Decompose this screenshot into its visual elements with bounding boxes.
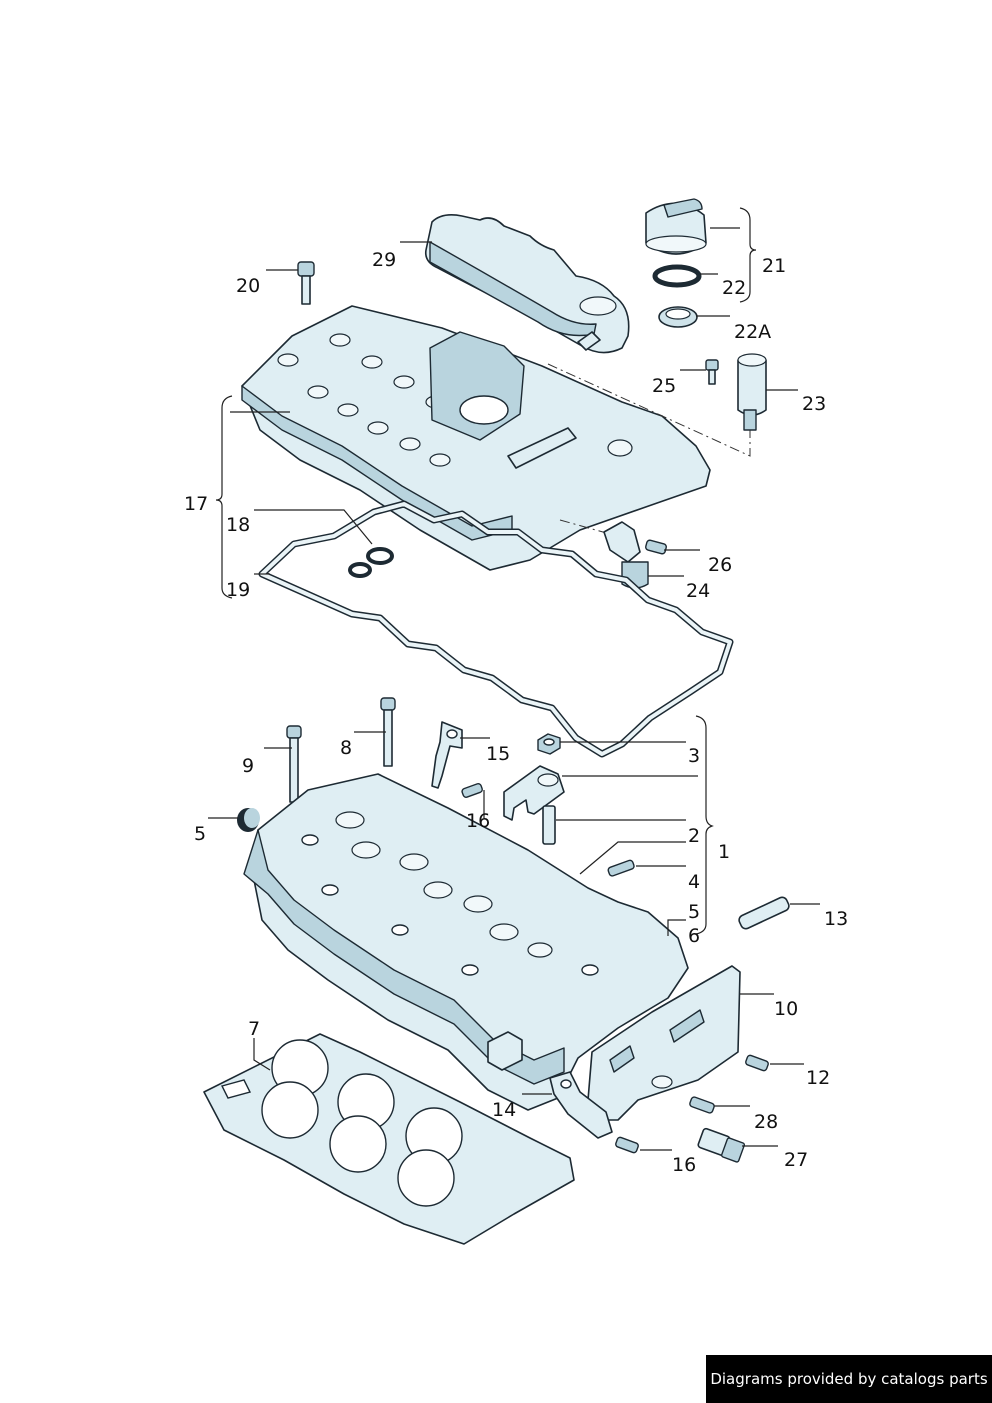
callout-9: 9 — [242, 755, 254, 777]
callout-5-right: 5 — [688, 901, 700, 923]
callout-21: 21 — [762, 255, 786, 277]
bolt-9 — [286, 725, 302, 803]
bolt-26 — [645, 539, 667, 555]
head-gasket-7 — [203, 1033, 575, 1245]
callout-23: 23 — [802, 393, 826, 415]
callout-24: 25 — [652, 375, 676, 397]
callout-22: 22 — [722, 277, 746, 299]
callout-8: 8 — [340, 737, 352, 759]
callout-7: 7 — [248, 1018, 260, 1040]
callout-22a: 22A — [734, 321, 771, 343]
callout-14: 14 — [492, 1099, 516, 1121]
bolt-16-upper — [461, 782, 483, 798]
callout-28: 28 — [754, 1111, 778, 1133]
stud-2 — [542, 805, 556, 845]
bolt-12 — [745, 1054, 769, 1072]
leader-lines — [208, 207, 820, 1151]
plug-5 — [237, 808, 260, 832]
sensor-27 — [697, 1127, 746, 1163]
callout-16-upper: 16 — [466, 810, 490, 832]
cover-gasket-19 — [258, 500, 734, 758]
callout-12: 12 — [806, 1067, 830, 1089]
callout-26: 26 — [708, 554, 732, 576]
seal-ring-22a — [658, 306, 698, 328]
bolt-24 — [705, 359, 719, 385]
cover-plate-10 — [587, 965, 741, 1121]
attribution-footer: Diagrams provided by catalogs parts — [706, 1355, 992, 1403]
callout-17: 17 — [184, 493, 208, 515]
bearing-bracket — [503, 765, 565, 821]
bracket-15 — [431, 721, 463, 789]
callout-6: 6 — [688, 925, 700, 947]
callout-15: 15 — [486, 743, 510, 765]
callout-4: 4 — [688, 871, 700, 893]
callout-5-left: 5 — [194, 823, 206, 845]
callout-29: 29 — [372, 249, 396, 271]
oil-filler-cap — [645, 198, 707, 255]
nut-3 — [537, 733, 561, 755]
bracket-14 — [549, 1071, 613, 1139]
cylinder-head-1 — [243, 773, 689, 1111]
top-cover-29 — [424, 214, 630, 354]
bolt-8 — [380, 697, 396, 767]
bolt-20 — [297, 261, 315, 305]
seal-18 — [348, 547, 394, 578]
bolt-28 — [689, 1096, 715, 1114]
callout-19: 19 — [226, 579, 250, 601]
bolt-16-lower — [615, 1136, 639, 1154]
callout-labels: 21 22 22A 29 20 25 23 17 18 19 26 24 8 9… — [184, 249, 848, 1176]
callout-25: 24 — [686, 580, 710, 602]
callout-27: 27 — [784, 1149, 808, 1171]
callout-13: 13 — [824, 908, 848, 930]
callout-3: 3 — [688, 745, 700, 767]
callout-20: 20 — [236, 275, 260, 297]
callout-2: 2 — [688, 825, 700, 847]
pump-23 — [737, 353, 767, 431]
callout-18: 18 — [226, 514, 250, 536]
pin-4 — [607, 859, 635, 877]
callout-10: 10 — [774, 998, 798, 1020]
cylinder-head-cover-17 — [241, 305, 711, 571]
callout-1: 1 — [718, 841, 730, 863]
sleeve-13 — [738, 896, 790, 930]
callout-16-lower: 16 — [672, 1154, 696, 1176]
seal-ring-22 — [652, 264, 702, 288]
guide-line-cap — [547, 363, 751, 457]
guide-line-sensor — [559, 519, 611, 535]
